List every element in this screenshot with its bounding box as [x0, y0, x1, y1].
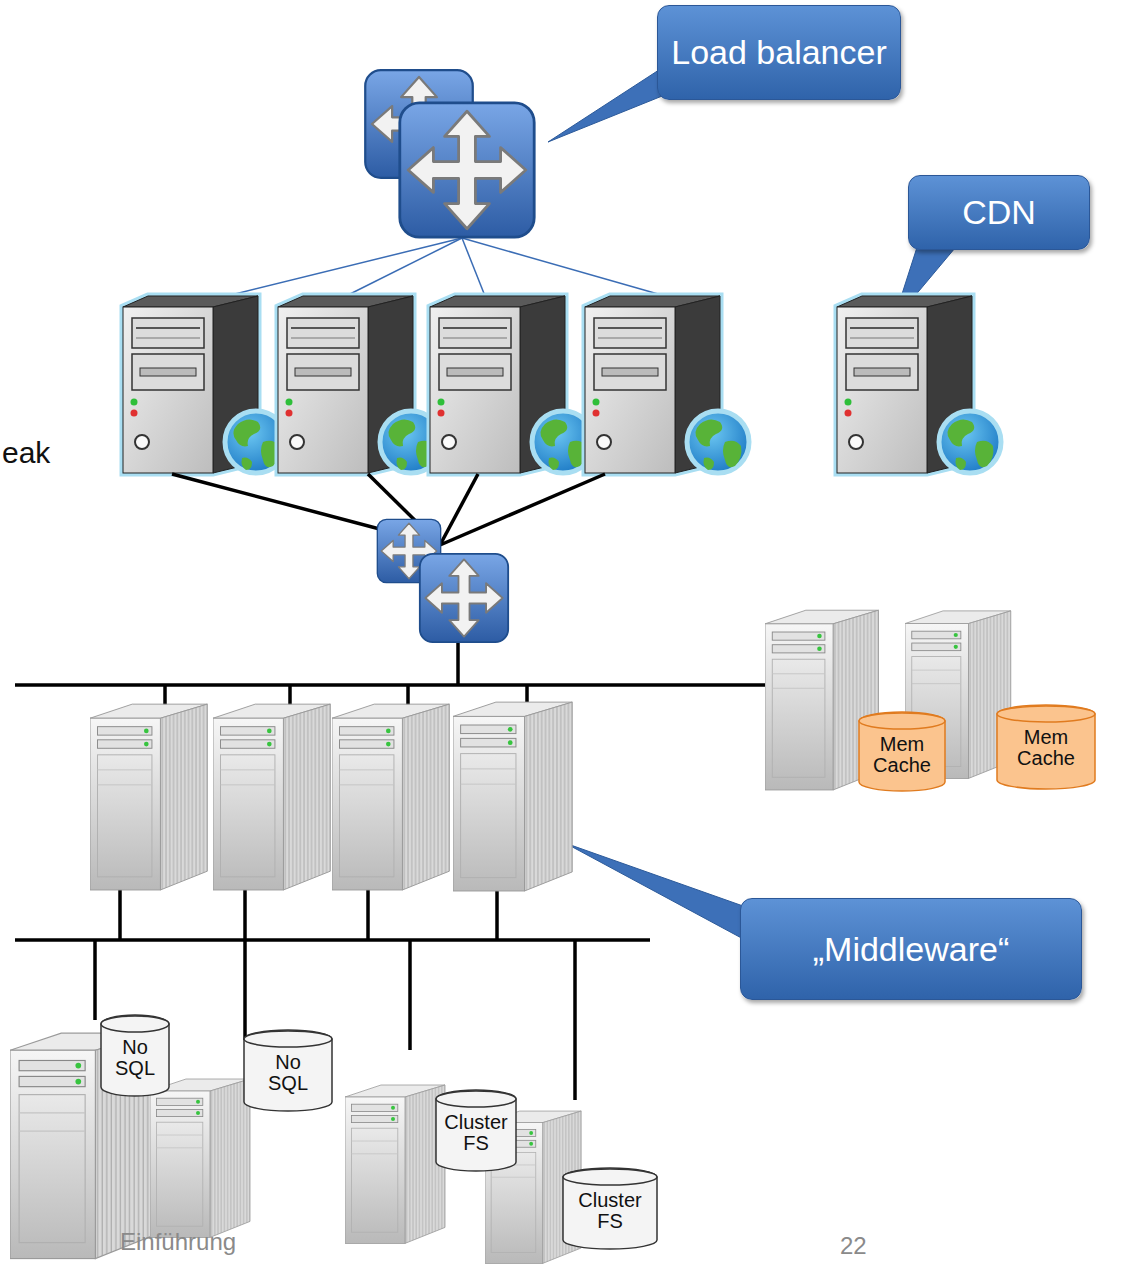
storage-label: No SQL [268, 1052, 308, 1112]
callout-box: „Middleware“ [740, 898, 1082, 1000]
cache-cylinder: Mem Cache [996, 705, 1096, 790]
filesystem-cylinder: Cluster FS [435, 1090, 517, 1172]
database-cylinder: No SQL [243, 1030, 333, 1112]
footer-text: Einführung [120, 1228, 236, 1256]
storage-label: No SQL [115, 1037, 155, 1097]
storage-label: Mem Cache [871, 734, 933, 792]
callout-text: CDN [962, 193, 1036, 232]
storage-label: Cluster FS [576, 1190, 644, 1250]
callout-text: „Middleware“ [813, 930, 1010, 969]
database-cylinder: No SQL [100, 1015, 170, 1097]
filesystem-cylinder: Cluster FS [562, 1168, 658, 1250]
cache-cylinder: Mem Cache [858, 712, 946, 792]
callout-box: CDN [908, 175, 1090, 250]
storage-label: Cluster FS [442, 1112, 510, 1172]
page-number: 22 [840, 1232, 867, 1260]
storage-label: Mem Cache [1015, 727, 1077, 790]
callout-text: Load balancer [671, 33, 887, 72]
cut-off-text: eak [2, 436, 50, 470]
callout-box: Load balancer [657, 5, 901, 100]
